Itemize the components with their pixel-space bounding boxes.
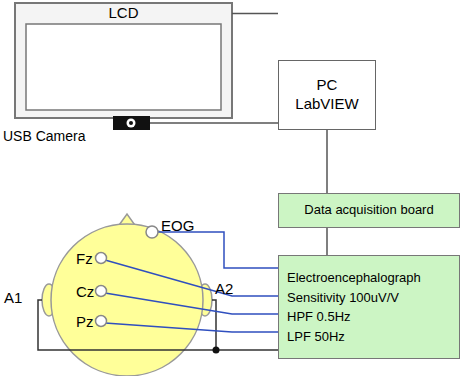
a1-wire bbox=[38, 300, 278, 350]
pc-box: PCLabVIEW bbox=[278, 60, 376, 130]
camera-label: USB Camera bbox=[3, 129, 85, 143]
camera-lens-center bbox=[129, 121, 133, 125]
camera-body bbox=[113, 116, 150, 130]
eeg-box: ElectroencephalographSensitivity 100uV/V… bbox=[278, 255, 460, 359]
electrode-label: Cz bbox=[76, 284, 94, 299]
monitor-screen bbox=[26, 24, 221, 110]
device-label: Electroencephalograph bbox=[287, 268, 421, 288]
electrode-label: Pz bbox=[76, 314, 94, 329]
reference-label: A2 bbox=[215, 281, 233, 296]
connector bbox=[232, 13, 278, 15]
reference-label: A1 bbox=[4, 290, 22, 305]
spec-text: HPF 0.5Hz bbox=[287, 307, 351, 327]
monitor-frame bbox=[15, 3, 232, 118]
monitor-label: LCD bbox=[108, 4, 138, 23]
cz-wire bbox=[105, 293, 278, 314]
connector bbox=[326, 130, 328, 193]
spec-text: LPF 50Hz bbox=[287, 327, 345, 347]
pz-wire bbox=[105, 323, 278, 332]
electrode bbox=[96, 316, 107, 327]
camera-lens bbox=[127, 119, 136, 128]
fz-wire bbox=[105, 260, 278, 296]
head bbox=[51, 224, 203, 376]
spec-text: Sensitivity 100uV/V bbox=[287, 288, 399, 308]
camera-cable bbox=[150, 122, 278, 124]
electrode-label: EOG bbox=[161, 218, 194, 233]
junction-dot bbox=[213, 347, 220, 354]
electrode bbox=[96, 286, 107, 297]
software-label: LabVIEW bbox=[295, 95, 358, 114]
eog-wire bbox=[157, 232, 278, 268]
board-label: Data acquisition board bbox=[304, 202, 433, 218]
a2-wire bbox=[212, 300, 216, 350]
electrode bbox=[146, 226, 158, 238]
pc-label: PC bbox=[317, 76, 338, 95]
connector bbox=[326, 228, 328, 255]
monitor-box: LCD bbox=[15, 3, 232, 24]
daq-box: Data acquisition board bbox=[278, 193, 460, 228]
electrode-label: Fz bbox=[76, 251, 93, 266]
electrode bbox=[96, 253, 107, 264]
